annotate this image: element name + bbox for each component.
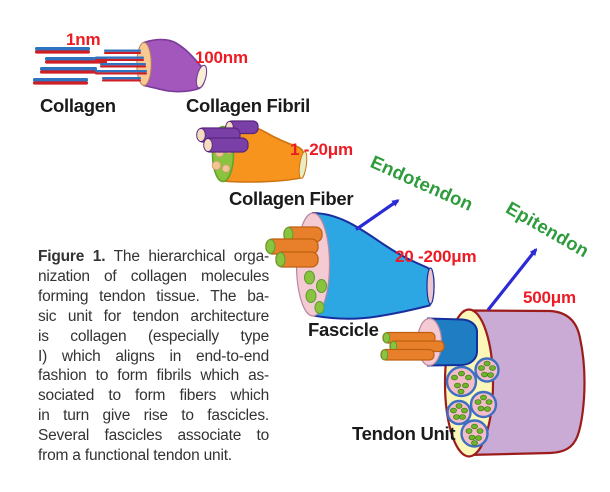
- stage-label-collagen-fibril: Collagen Fibril: [186, 95, 310, 116]
- fibril-rods-icon: [196, 120, 259, 153]
- stage-label-fascicle: Fascicle: [308, 319, 379, 340]
- collagen-molecules-entering-icon: [95, 49, 147, 82]
- stage-label-collagen-fiber: Collagen Fiber: [229, 188, 354, 209]
- caption-line: Several fascicles associate to: [38, 427, 269, 445]
- caption-line: Figure 1. The hierarchical orga-: [38, 248, 269, 265]
- stage-label-tendon-unit: Tendon Unit: [352, 423, 456, 444]
- caption-line: forming tendon tissue. The ba-: [38, 287, 269, 305]
- size-label-fiber: 1 -20μm: [290, 140, 353, 159]
- caption-line: sic unit for tendon architecture: [38, 307, 269, 325]
- size-label-collagen: 1nm: [66, 30, 101, 49]
- collagen-fiber-shape: [196, 120, 308, 183]
- caption-line: sociated to form fibers which: [38, 387, 269, 405]
- mini-fascicle-shape: [380, 317, 478, 367]
- size-label-fibril: 100nm: [195, 48, 248, 67]
- caption-line: from a functional tendon unit.: [38, 447, 232, 465]
- caption-line: fashion to form fibrils which as-: [38, 367, 269, 385]
- stage-label-collagen: Collagen: [40, 95, 116, 116]
- size-label-tendon-unit: 500μm: [523, 288, 576, 307]
- caption-line: in turn give rise to fascicles.: [38, 407, 269, 425]
- figure-caption: Figure 1. The hierarchical orga- nizatio…: [38, 247, 269, 466]
- fiber-rods-icon: [265, 226, 323, 268]
- endotendon-arrow: [355, 199, 400, 231]
- collagen-molecules-icon: [33, 47, 107, 85]
- caption-line: I) which aligns in end-to-end: [38, 347, 269, 365]
- caption-figure-number: Figure 1.: [38, 248, 106, 265]
- caption-line: nization of collagen molecules: [38, 267, 269, 285]
- epitendon-arrow: [486, 248, 538, 311]
- tendon-unit-shape: [380, 308, 586, 458]
- caption-line: is collagen (especially type: [38, 327, 269, 345]
- fascicle-cross-sections: [445, 357, 500, 448]
- size-label-fascicle: 20 -200μm: [395, 247, 477, 266]
- fascicle-shape: [265, 211, 435, 320]
